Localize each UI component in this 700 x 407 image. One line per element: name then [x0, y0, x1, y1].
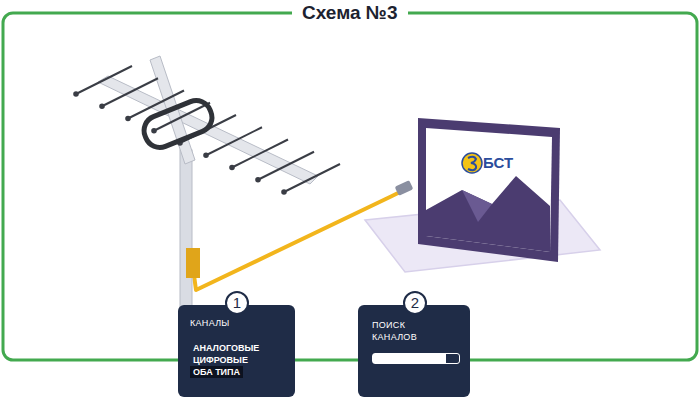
menu-option: АНАЛОГОВЫЕ: [190, 342, 262, 354]
rod-tip: [282, 190, 286, 194]
logo-circle: [462, 153, 482, 173]
antenna-cable: [193, 191, 402, 290]
rod-tip: [126, 117, 130, 121]
mountains: [426, 176, 550, 252]
rod-tip: [230, 166, 234, 170]
progress-fill: [373, 354, 446, 363]
antenna-rod: [102, 78, 158, 106]
rod-tip: [152, 129, 156, 133]
menu-panel: ПОИСК КАНАЛОВ: [358, 305, 470, 397]
monitor-frame: [418, 118, 560, 262]
antenna-elements: [74, 66, 340, 194]
menu-option: ОБА ТИПА: [190, 366, 243, 378]
mountain-shade: [462, 190, 492, 222]
antenna-rod: [232, 140, 288, 168]
menu-option: ЦИФРОВЫЕ: [190, 354, 251, 366]
antenna-rod: [76, 66, 132, 94]
rod-tip: [204, 153, 208, 157]
rod-tip: [74, 92, 78, 96]
callout-number: 1: [225, 291, 249, 315]
progress-bar: [372, 353, 460, 364]
antenna-rod: [284, 164, 340, 192]
monitor-screen: [426, 128, 552, 252]
menu-heading: ПОИСК КАНАЛОВ: [372, 319, 436, 343]
menu-panel: КАНАЛЫ АНАЛОГОВЫЕЦИФРОВЫЕОБА ТИПА: [178, 305, 295, 397]
antenna-rod: [258, 152, 314, 180]
green-frame: [3, 13, 697, 360]
mast-clamp: [186, 248, 200, 278]
menu-heading: КАНАЛЫ: [190, 318, 285, 328]
diagram-title: Схема №3: [292, 2, 408, 24]
rod-tip: [100, 104, 104, 108]
dipole-loop: [140, 96, 217, 152]
logo-text: БСТ: [483, 154, 513, 171]
callout-number: 2: [403, 291, 427, 315]
antenna-rod: [206, 127, 262, 155]
cable-plug: [395, 180, 414, 196]
logo-symbol: [468, 157, 476, 171]
antenna-mast: [180, 150, 192, 308]
antenna-boom: [98, 76, 318, 184]
rod-tip: [256, 178, 260, 182]
